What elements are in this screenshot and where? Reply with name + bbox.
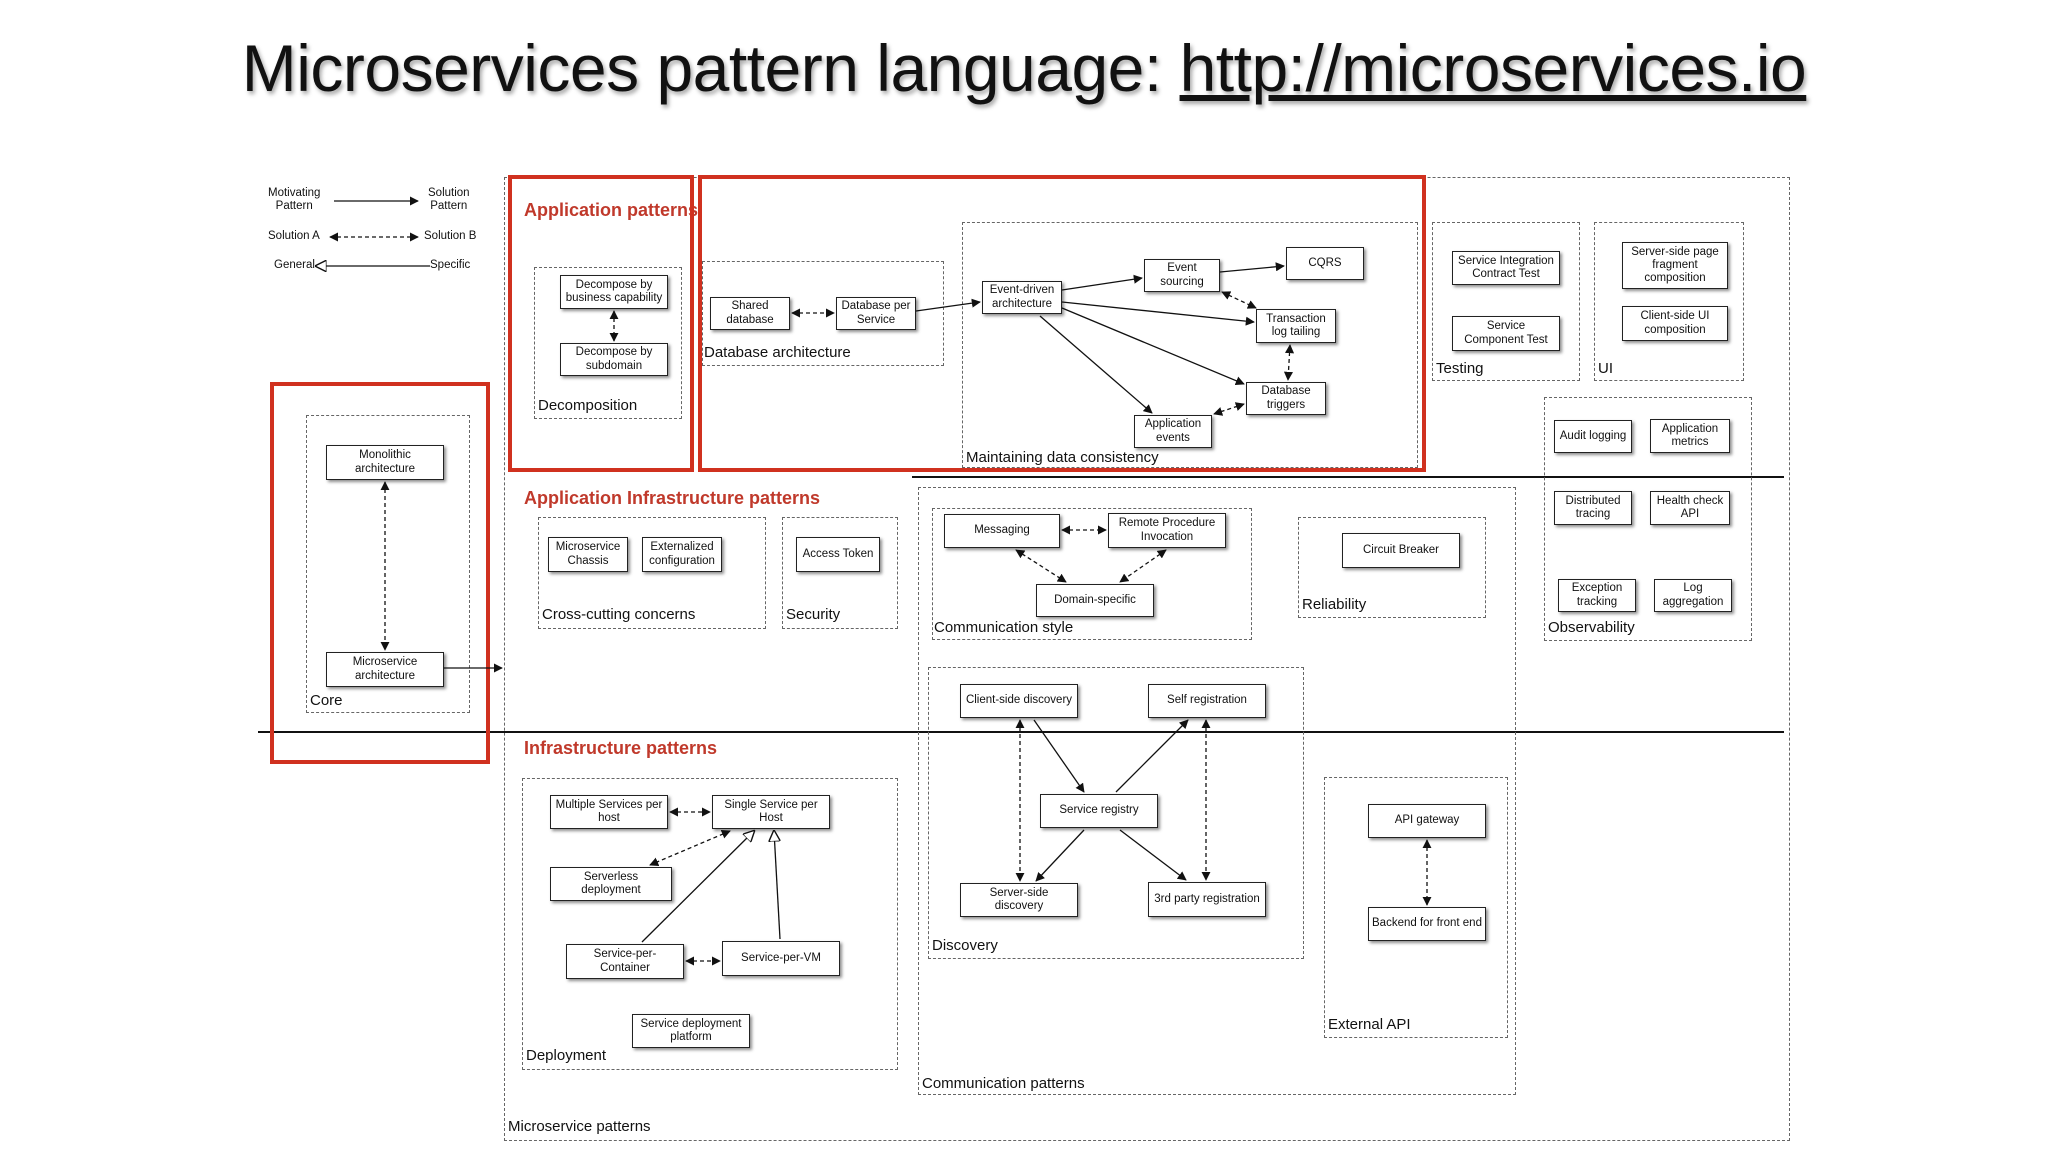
pattern-access-token[interactable]: Access Token: [796, 537, 880, 572]
pattern-api-gateway[interactable]: API gateway: [1368, 804, 1486, 838]
heading-app-infra-patterns: Application Infrastructure patterns: [524, 488, 821, 508]
pattern-client-side-discovery[interactable]: Client-side discovery: [960, 684, 1078, 718]
label-microservice-patterns: Microservice patterns: [508, 1118, 651, 1135]
pattern-event-sourcing[interactable]: Event sourcing: [1144, 259, 1220, 292]
label-discovery: Discovery: [932, 937, 998, 954]
pattern-service-per-container[interactable]: Service-per-Container: [566, 944, 684, 979]
legend-solution-a: Solution A: [268, 230, 320, 242]
group-decomposition: [534, 267, 682, 419]
group-security: [782, 517, 898, 629]
separator-application: [912, 476, 1784, 478]
pattern-service-component-test[interactable]: Service Component Test: [1452, 316, 1560, 351]
pattern-externalized-configuration[interactable]: Externalized configuration: [642, 537, 722, 572]
label-deployment: Deployment: [526, 1047, 607, 1064]
pattern-database-triggers[interactable]: Database triggers: [1246, 382, 1326, 415]
label-cross-cutting: Cross-cutting concerns: [542, 606, 696, 623]
group-ui: [1594, 222, 1744, 381]
pattern-log-aggregation[interactable]: Log aggregation: [1654, 579, 1732, 612]
pattern-self-registration[interactable]: Self registration: [1148, 684, 1266, 718]
pattern-database-per-service[interactable]: Database per Service: [836, 297, 916, 330]
pattern-microservice[interactable]: Microservice architecture: [326, 652, 444, 687]
label-maintaining-data-consistency: Maintaining data consistency: [966, 449, 1159, 466]
pattern-service-deployment-platform[interactable]: Service deployment platform: [632, 1014, 750, 1048]
pattern-cqrs[interactable]: CQRS: [1286, 247, 1364, 280]
label-testing: Testing: [1436, 360, 1484, 377]
group-communication-style: [932, 508, 1252, 640]
legend-solution-b: Solution B: [424, 230, 477, 242]
label-ui: UI: [1598, 360, 1613, 377]
pattern-exception-tracking[interactable]: Exception tracking: [1558, 579, 1636, 612]
legend-general: General: [274, 259, 315, 271]
legend-specific: Specific: [430, 259, 471, 271]
pattern-decompose-business[interactable]: Decompose by business capability: [560, 275, 668, 309]
group-discovery: [928, 667, 1304, 959]
label-reliability: Reliability: [1302, 596, 1367, 613]
title-url-link[interactable]: http://microservices.io: [1179, 31, 1807, 105]
pattern-messaging[interactable]: Messaging: [944, 514, 1060, 548]
pattern-health-check[interactable]: Health check API: [1650, 491, 1730, 525]
pattern-distributed-tracing[interactable]: Distributed tracing: [1554, 491, 1632, 525]
pattern-monolithic[interactable]: Monolithic architecture: [326, 445, 444, 480]
highlight-data-patterns: [698, 175, 1426, 472]
pattern-domain-specific[interactable]: Domain-specific: [1036, 584, 1154, 617]
heading-infra-patterns: Infrastructure patterns: [524, 738, 718, 758]
pattern-backend-for-front-end[interactable]: Backend for front end: [1368, 907, 1486, 941]
pattern-single-service-host[interactable]: Single Service per Host: [712, 795, 830, 829]
pattern-service-per-vm[interactable]: Service-per-VM: [722, 941, 840, 976]
group-maintaining-data-consistency: [962, 222, 1418, 468]
label-security: Security: [786, 606, 841, 623]
pattern-circuit-breaker[interactable]: Circuit Breaker: [1342, 533, 1460, 568]
label-communication-patterns: Communication patterns: [922, 1075, 1085, 1092]
pattern-third-party-registration[interactable]: 3rd party registration: [1148, 882, 1266, 917]
pattern-transaction-log-tailing[interactable]: Transaction log tailing: [1256, 309, 1336, 343]
pattern-multiple-services-host[interactable]: Multiple Services per host: [550, 795, 668, 829]
group-database-architecture: [702, 261, 944, 366]
label-observability: Observability: [1548, 619, 1635, 636]
group-reliability: [1298, 517, 1486, 618]
pattern-audit-logging[interactable]: Audit logging: [1554, 420, 1632, 453]
label-communication-style: Communication style: [934, 619, 1074, 636]
legend-motivating: Motivating Pattern: [268, 187, 321, 213]
group-testing: [1432, 222, 1580, 381]
group-deployment: [522, 778, 898, 1070]
group-communication-patterns: [918, 487, 1516, 1095]
group-observability: [1544, 397, 1752, 641]
pattern-application-metrics[interactable]: Application metrics: [1650, 419, 1730, 453]
highlight-application-patterns: [508, 175, 694, 472]
label-core: Core: [310, 692, 343, 709]
pattern-remote-procedure-invocation[interactable]: Remote Procedure Invocation: [1108, 513, 1226, 548]
legend-solution: Solution Pattern: [428, 187, 470, 213]
group-core: [306, 415, 470, 713]
pattern-service-integration-test[interactable]: Service Integration Contract Test: [1452, 251, 1560, 285]
pattern-event-driven[interactable]: Event-driven architecture: [982, 281, 1062, 314]
label-decomposition: Decomposition: [538, 397, 638, 414]
pattern-shared-database[interactable]: Shared database: [710, 297, 790, 330]
page-title: Microservices pattern language: http://m…: [0, 30, 2048, 106]
pattern-client-side-ui[interactable]: Client-side UI composition: [1622, 306, 1728, 341]
title-prefix: Microservices pattern language:: [241, 31, 1180, 105]
pattern-decompose-subdomain[interactable]: Decompose by subdomain: [560, 343, 668, 376]
group-cross-cutting: [538, 517, 766, 629]
highlight-core: [270, 382, 490, 764]
pattern-serverless-deployment[interactable]: Serverless deployment: [550, 867, 672, 901]
group-external-api: [1324, 777, 1508, 1038]
pattern-server-side-discovery[interactable]: Server-side discovery: [960, 883, 1078, 917]
pattern-server-side-fragment[interactable]: Server-side page fragment composition: [1622, 242, 1728, 289]
pattern-application-events[interactable]: Application events: [1134, 415, 1212, 448]
label-external-api: External API: [1328, 1016, 1411, 1033]
pattern-microservice-chassis[interactable]: Microservice Chassis: [548, 537, 628, 572]
pattern-service-registry[interactable]: Service registry: [1040, 794, 1158, 828]
label-database-architecture: Database architecture: [704, 344, 851, 361]
heading-application-patterns: Application patterns: [524, 200, 699, 220]
